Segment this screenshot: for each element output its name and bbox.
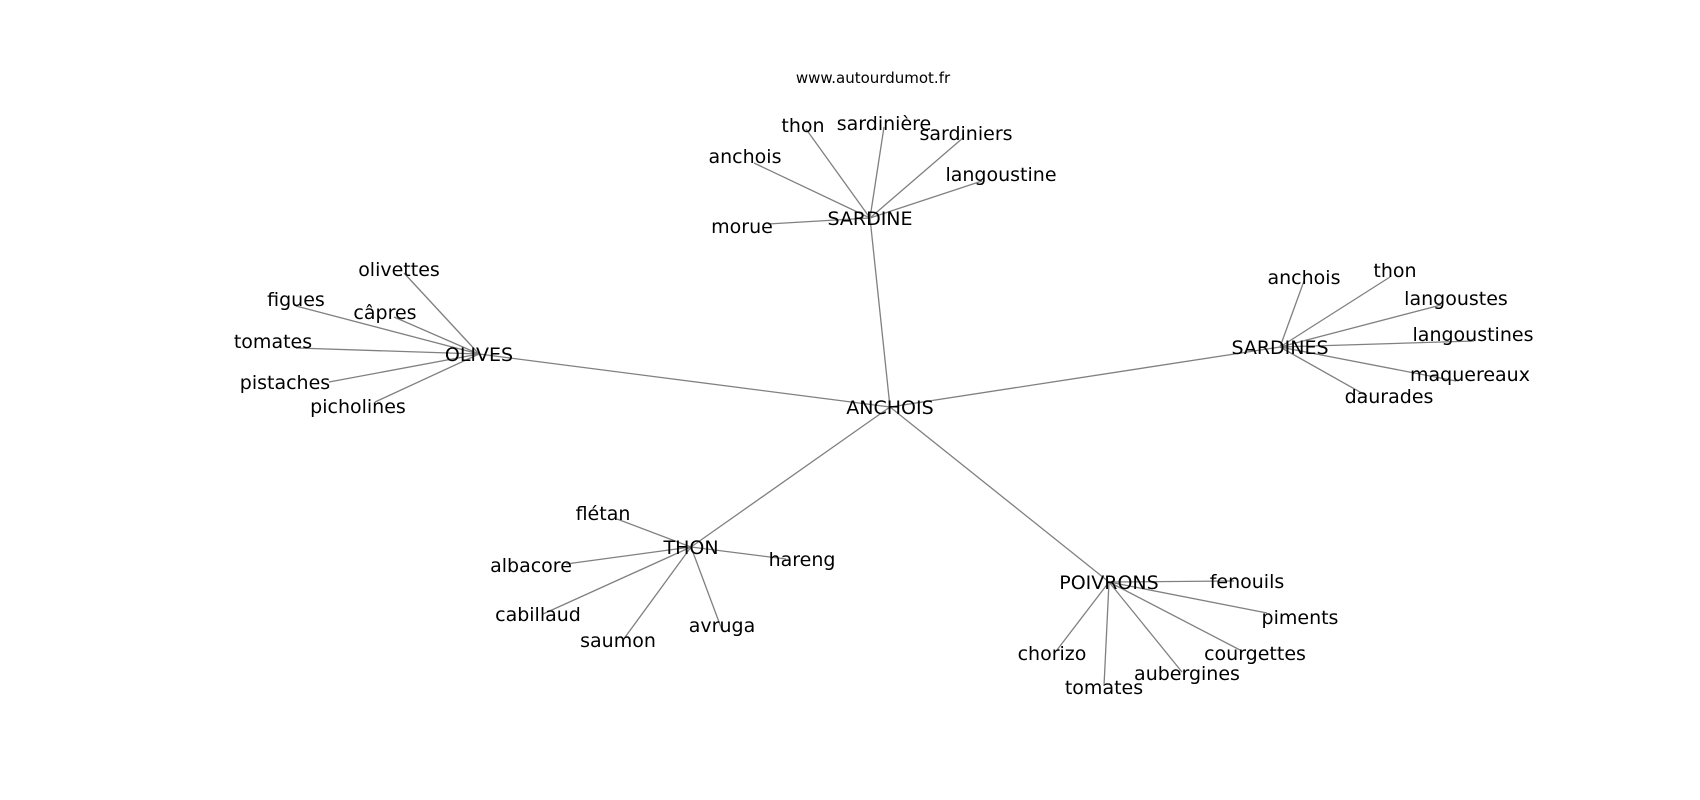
leaf-node-poivrons: fenouils: [1210, 571, 1285, 593]
edge-sardines-leaf: [1279, 304, 1442, 348]
leaf-node-sardine: langoustine: [945, 164, 1056, 186]
leaf-node-olives: figues: [267, 289, 325, 311]
hub-node-thon: THON: [662, 537, 718, 559]
hub-node-olives: OLIVES: [445, 344, 513, 366]
edge-sardine-leaf: [869, 136, 965, 219]
edge-poivrons-leaf: [1103, 581, 1110, 687]
leaf-node-sardine: sardinière: [837, 113, 931, 135]
edge-sardine-leaf: [869, 126, 885, 219]
leaf-node-sardines: thon: [1373, 260, 1416, 282]
leaf-node-thon: saumon: [580, 630, 656, 652]
edge-thon-leaf: [616, 518, 692, 548]
leaf-node-sardines: anchois: [1268, 267, 1341, 289]
hub-node-sardine: SARDINE: [827, 208, 912, 230]
leaf-node-poivrons: courgettes: [1204, 643, 1306, 665]
edge-thon-leaf: [565, 546, 692, 565]
edge-sardine-leaf: [805, 128, 871, 219]
leaf-node-poivrons: piments: [1262, 607, 1339, 629]
leaf-node-poivrons: aubergines: [1134, 663, 1240, 685]
edge-center-sardines: [889, 346, 1281, 408]
leaf-node-sardines: langoustines: [1413, 324, 1534, 346]
watermark-text: www.autourdumot.fr: [796, 69, 951, 87]
leaf-node-thon: cabillaud: [495, 604, 581, 626]
edge-sardine-leaf: [767, 217, 871, 225]
leaf-node-sardine: thon: [781, 115, 824, 137]
edge-olives-leaf: [403, 272, 480, 355]
edge-olives-leaf: [374, 353, 480, 403]
edge-sardines-leaf: [1279, 346, 1457, 382]
edge-sardines-leaf: [1279, 340, 1475, 348]
edge-thon-leaf: [690, 546, 787, 560]
edge-sardines-leaf: [1279, 346, 1368, 397]
hub-node-sardines: SARDINES: [1231, 337, 1328, 359]
leaf-node-sardine: anchois: [709, 146, 782, 168]
leaf-node-poivrons: chorizo: [1018, 643, 1087, 665]
edge-poivrons-leaf: [1108, 580, 1235, 583]
leaf-node-thon: flétan: [576, 503, 631, 525]
edge-center-olives: [478, 353, 891, 408]
edge-olives-leaf: [393, 316, 480, 355]
leaf-node-thon: avruga: [689, 615, 755, 637]
edge-thon-leaf: [622, 546, 692, 641]
leaf-node-olives: pistaches: [240, 372, 330, 394]
edge-olives-leaf: [295, 305, 480, 355]
edge-center-sardine: [869, 217, 891, 408]
edge-olives-leaf: [295, 347, 480, 355]
edge-poivrons-leaf: [1108, 581, 1241, 651]
leaf-node-olives: picholines: [310, 396, 406, 418]
graph-nodes: www.autourdumot.fr thon sardinièresardini…: [234, 69, 1534, 699]
edge-sardine-leaf: [869, 180, 983, 219]
leaf-node-poivrons: tomates: [1065, 677, 1143, 699]
leaf-node-thon: hareng: [769, 549, 836, 571]
edge-thon-leaf: [690, 546, 723, 631]
hub-node-poivrons: POIVRONS: [1059, 572, 1158, 594]
graph-edges: [295, 126, 1475, 687]
edge-olives-leaf: [328, 353, 480, 383]
edge-poivrons-leaf: [1108, 581, 1183, 673]
leaf-node-olives: câpres: [353, 302, 416, 324]
leaf-node-sardines: maquereaux: [1410, 364, 1530, 386]
edge-thon-leaf: [542, 546, 692, 615]
leaf-node-sardine: morue: [711, 216, 773, 238]
edge-sardine-leaf: [753, 162, 871, 219]
edge-sardines-leaf: [1279, 280, 1305, 348]
leaf-node-olives: tomates: [234, 331, 312, 353]
leaf-node-thon: albacore: [490, 555, 572, 577]
center-node: ANCHOIS: [846, 397, 933, 419]
edge-poivrons-leaf: [1056, 581, 1110, 651]
leaf-node-sardines: langoustes: [1404, 288, 1508, 310]
leaf-node-olives: olivettes: [358, 259, 440, 281]
edge-poivrons-leaf: [1108, 581, 1268, 614]
leaf-node-sardine: sardiniers: [919, 123, 1012, 145]
edge-center-poivrons: [889, 406, 1110, 583]
edge-sardines-leaf: [1279, 276, 1391, 348]
leaf-node-sardines: daurades: [1345, 386, 1434, 408]
edge-center-thon: [690, 406, 891, 548]
